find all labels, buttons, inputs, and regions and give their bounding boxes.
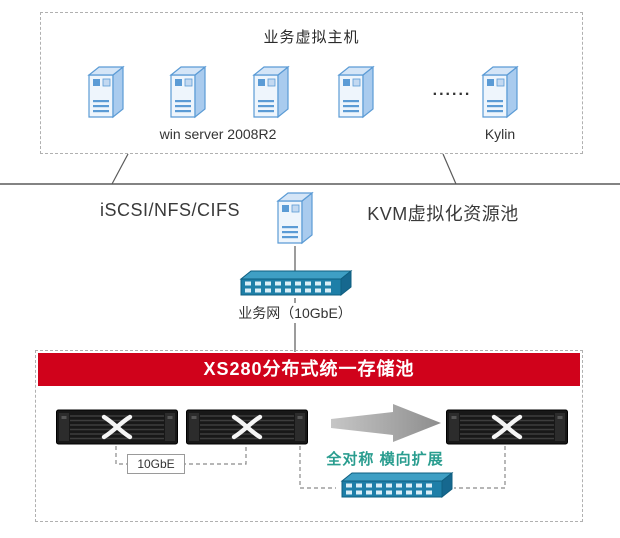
scale-note-label: 全对称 横向扩展	[326, 451, 444, 468]
server-icon	[338, 66, 374, 118]
kvm-pool-label: KVM虚拟化资源池	[367, 204, 519, 224]
more-hosts-ellipsis: ......	[432, 82, 472, 99]
scale-arrow-icon	[331, 404, 441, 442]
server-icon	[88, 66, 124, 118]
storage-pool-box	[35, 350, 583, 522]
switch-icon	[240, 270, 352, 296]
server-icon	[253, 66, 289, 118]
switch-icon	[341, 472, 453, 498]
storage-array-icon	[446, 408, 568, 446]
kylin-label: Kylin	[484, 126, 516, 142]
virtual-hosts-title: 业务虚拟主机	[263, 29, 360, 46]
server-icon	[482, 66, 518, 118]
storage-array-icon	[186, 408, 308, 446]
virtual-hosts-box	[40, 12, 583, 154]
storage-array-icon	[56, 408, 178, 446]
storage-pool-banner: XS280分布式统一存储池	[38, 353, 580, 386]
winserver-label: win server 2008R2	[159, 126, 277, 142]
business-net-label: 业务网（10GbE）	[195, 303, 395, 323]
protocols-label: iSCSI/NFS/CIFS	[99, 200, 240, 220]
link-speed-badge: 10GbE	[127, 454, 185, 474]
kvm-server-icon	[277, 192, 313, 244]
server-icon	[170, 66, 206, 118]
